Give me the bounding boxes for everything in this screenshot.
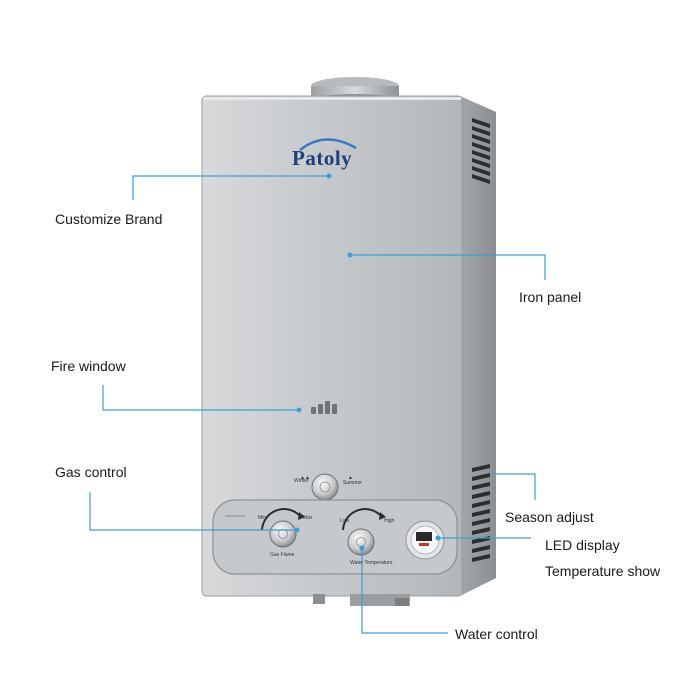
season-knob: ▲▲ ▲ bbox=[300, 473, 353, 501]
high-label: High bbox=[384, 518, 395, 524]
gas-flame-label: Gas Flame bbox=[270, 552, 295, 558]
callout-water-control: Water control bbox=[455, 626, 538, 642]
callout-customize-brand: Customize Brand bbox=[55, 211, 163, 227]
fire-window-icon bbox=[311, 401, 337, 414]
water-temperature-label: Water Temperature bbox=[350, 560, 393, 566]
winter-label: Winter bbox=[294, 478, 309, 484]
callout-led-display: LED display bbox=[545, 537, 620, 553]
bottom-pipes bbox=[313, 594, 410, 606]
summer-label: Summer bbox=[343, 480, 362, 486]
callout-temperature-show: Temperature show bbox=[545, 563, 661, 579]
front-panel bbox=[201, 95, 463, 597]
water-knob bbox=[342, 508, 386, 556]
callout-lines bbox=[89, 175, 546, 634]
control-panel bbox=[212, 499, 458, 575]
svg-text:▲: ▲ bbox=[348, 475, 353, 481]
gas-knob bbox=[261, 508, 305, 548]
callout-season-adjust: Season adjust bbox=[505, 509, 594, 525]
callout-fire-window: Fire window bbox=[51, 358, 126, 374]
led-display-icon bbox=[405, 520, 445, 560]
callout-dots bbox=[294, 173, 441, 551]
svg-text:▲▲: ▲▲ bbox=[300, 475, 310, 481]
callout-iron-panel: Iron panel bbox=[519, 289, 582, 305]
min-label: Min bbox=[258, 515, 267, 521]
callout-gas-control: Gas control bbox=[55, 464, 127, 480]
low-label: Low bbox=[340, 518, 350, 524]
logo-swoosh-icon bbox=[299, 138, 357, 151]
max-label: Max bbox=[303, 515, 313, 521]
side-panel bbox=[460, 96, 496, 596]
brand-logo: Patoly bbox=[292, 146, 353, 170]
